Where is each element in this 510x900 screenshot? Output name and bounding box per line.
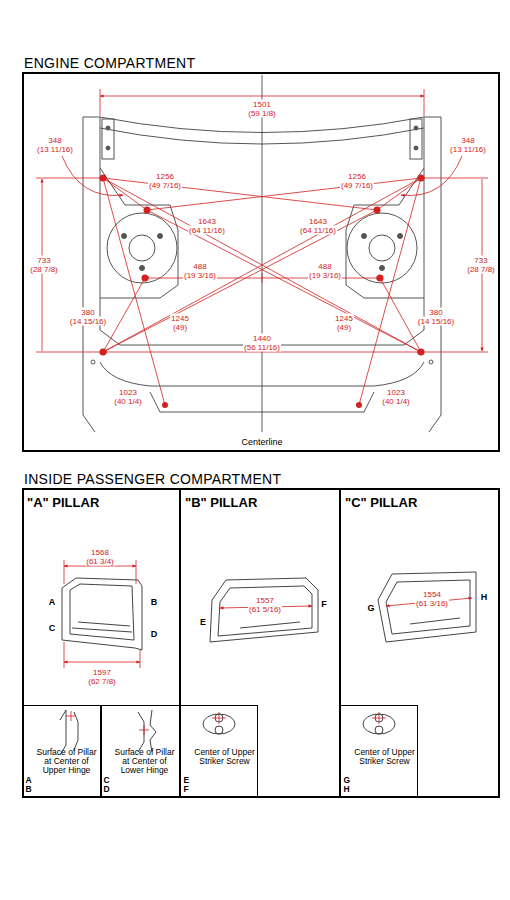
dimension-label: (14 15/16): [417, 317, 455, 326]
engine-bay-drawing: [83, 75, 441, 432]
section-frame: ENGINE COMPARTMENT: [22, 72, 500, 452]
centerline-label: Centerline: [240, 438, 283, 447]
pillar-dimensions: [64, 560, 472, 735]
legend-text: Center of Upper Striker Screw: [193, 748, 257, 767]
dimension-label: (56 11/16): [243, 343, 281, 352]
dimension-label: (49): [172, 323, 188, 332]
dimension-label: 348: [460, 136, 475, 145]
dimension-label: 1557: [255, 596, 275, 605]
legend-box: GH Center of Upper Striker Screw: [340, 705, 418, 797]
section-heading: "C" PILLAR: [345, 495, 417, 510]
point-letter: F: [184, 785, 189, 794]
dimension-label: 1643: [197, 217, 217, 226]
dimension-label: (40 1/4): [113, 397, 143, 406]
legend-box: EF Center of Upper Striker Screw: [180, 705, 258, 797]
dimension-label: 488: [317, 262, 332, 271]
point-letter: A: [26, 776, 32, 785]
pillar-panel: "C" PILLARGHCenter of Upper Striker Scre…: [340, 488, 500, 798]
dimension-label: 1256: [155, 172, 175, 181]
dimension-label: (19 3/16): [308, 271, 342, 280]
legend-text: Surface of Pillar at Center of Upper Hin…: [35, 748, 99, 776]
dimension-lines: [36, 89, 488, 405]
dimension-label: 380: [80, 308, 95, 317]
dimension-label: 1245: [334, 314, 354, 323]
legend-box: ABSurface of Pillar at Center of Upper H…: [22, 705, 102, 797]
point-letter: G: [344, 776, 351, 785]
measuring-points: [100, 175, 425, 409]
dimension-label: 1568: [90, 548, 110, 557]
dimension-label: 1256: [347, 172, 367, 181]
dimension-label: (28 7/8): [466, 265, 496, 274]
point-letter: C: [48, 624, 57, 633]
dimension-label: 1023: [118, 388, 138, 397]
legend-text: Surface of Pillar at Center of Lower Hin…: [113, 748, 177, 776]
dimension-label: (49 7/16): [148, 181, 182, 190]
dimension-label: 1023: [386, 388, 406, 397]
point-letter: F: [320, 600, 328, 609]
point-letter: B: [150, 598, 159, 607]
section-heading: "B" PILLAR: [185, 495, 257, 510]
dimension-label: (61 3/16): [415, 599, 449, 608]
dimension-label: 380: [428, 308, 443, 317]
dimension-label: 1245: [170, 314, 190, 323]
dimension-label: (13 11/16): [449, 145, 487, 154]
dimension-label: 348: [47, 136, 62, 145]
dimension-label: (14 15/16): [69, 317, 107, 326]
point-letter: G: [366, 604, 375, 613]
dimension-label: (49): [336, 323, 352, 332]
point-letter: H: [480, 593, 489, 602]
dimension-label: 1440: [252, 334, 272, 343]
dimension-label: 488: [192, 262, 207, 271]
dimension-label: (61 3/4): [85, 557, 115, 566]
point-letter: H: [344, 785, 350, 794]
dimension-label: (64 11/16): [188, 226, 226, 235]
section-heading: "A" PILLAR: [27, 495, 99, 510]
point-letter: E: [184, 776, 190, 785]
point-letter: C: [104, 776, 110, 785]
point-letter: B: [26, 785, 32, 794]
legend-box: CDSurface of Pillar at Center of Lower H…: [100, 705, 180, 797]
point-letter: D: [104, 785, 110, 794]
pillar-drawings: [60, 572, 476, 755]
dimension-label: (40 1/4): [381, 397, 411, 406]
dimension-label: (49 7/16): [340, 181, 374, 190]
section-frame: INSIDE PASSENGER COMPARTMENT"A" PILLARAB…: [22, 488, 500, 798]
pillar-panel: "B" PILLAREFCenter of Upper Striker Scre…: [180, 488, 340, 798]
point-letter: D: [150, 630, 159, 639]
dimension-label: (62 7/8): [87, 677, 117, 686]
dimension-label: 1597: [92, 668, 112, 677]
dimension-label: 1554: [422, 590, 442, 599]
pillar-panel: "A" PILLARABSurface of Pillar at Center …: [22, 488, 180, 798]
legend-text: Center of Upper Striker Screw: [353, 748, 417, 767]
dimension-label: (59 1/8): [247, 109, 277, 118]
dimension-label: (13 11/16): [36, 145, 74, 154]
dimension-label: (19 3/16): [183, 271, 217, 280]
dimension-label: (64 11/16): [299, 226, 337, 235]
section-heading: ENGINE COMPARTMENT: [24, 55, 195, 71]
dimension-label: 733: [36, 256, 51, 265]
dimension-label: (61 5/16): [248, 605, 282, 614]
section-heading: INSIDE PASSENGER COMPARTMENT: [24, 471, 281, 487]
dimension-label: (28 7/8): [29, 265, 59, 274]
point-letter: E: [199, 618, 207, 627]
dimension-label: 1501: [252, 100, 272, 109]
point-letter: A: [48, 598, 57, 607]
dimension-label: 1643: [308, 217, 328, 226]
dimension-label: 733: [473, 256, 488, 265]
